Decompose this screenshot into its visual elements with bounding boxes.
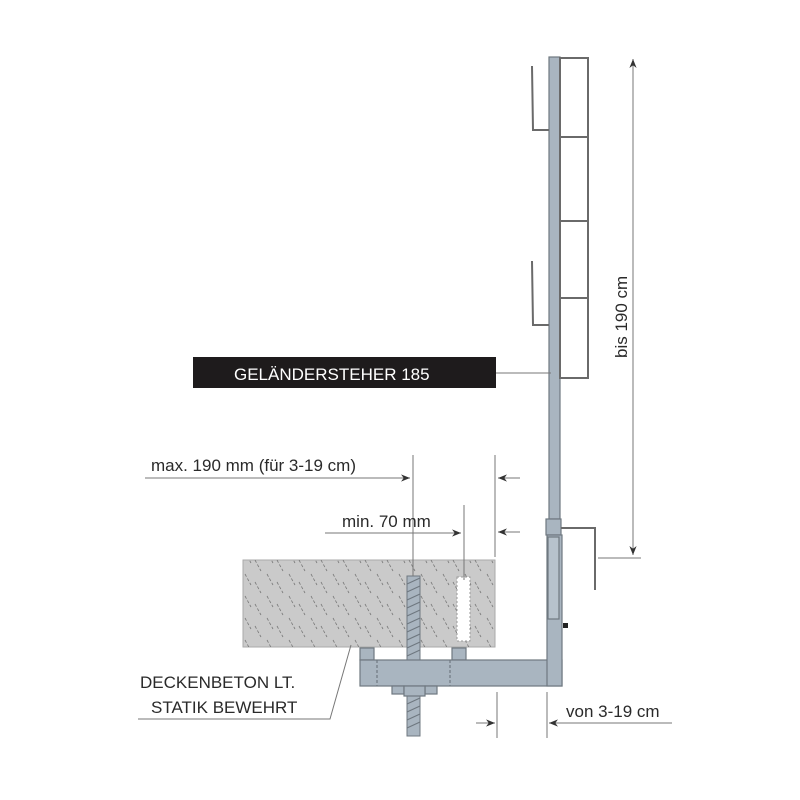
height-dimension <box>598 59 641 559</box>
dowel-hole <box>456 576 471 642</box>
offset-dimension <box>476 692 672 738</box>
hooks <box>531 65 596 590</box>
post-label-box <box>193 357 496 388</box>
railing-infill <box>559 57 589 379</box>
concrete-label-line1: DECKENBETON LT. <box>140 673 295 692</box>
concrete-leader-line <box>138 644 352 720</box>
max-distance-label: max. 190 mm (für 3-19 cm) <box>151 456 356 475</box>
railing-post <box>545 56 568 687</box>
concrete-label-line2: STATIK BEWEHRT <box>151 698 297 717</box>
max-distance-dimension <box>145 455 520 576</box>
min-distance-dimension <box>325 505 465 580</box>
min-distance-label: min. 70 mm <box>342 512 431 531</box>
height-label: bis 190 cm <box>612 276 631 358</box>
base-bracket <box>359 647 563 697</box>
offset-label: von 3-19 cm <box>566 702 660 721</box>
post-label: GELÄNDERSTEHER 185 <box>234 365 430 384</box>
concrete-slab <box>242 559 496 648</box>
threaded-anchor <box>406 575 421 737</box>
